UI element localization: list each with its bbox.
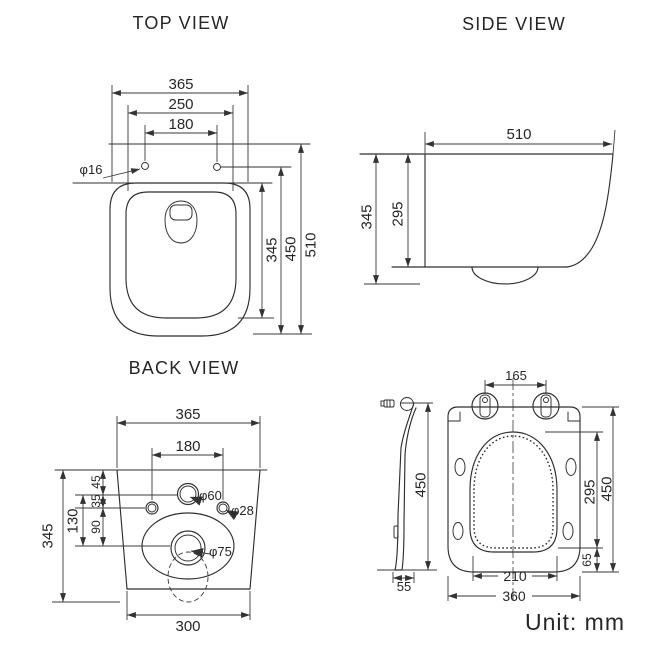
back-dim-180-label: 180 xyxy=(175,438,200,455)
unit-label: Unit: mm xyxy=(525,609,625,635)
dia-28-label: φ28 xyxy=(231,503,254,518)
back-dim-345-label: 345 xyxy=(39,523,56,548)
hinge-pin xyxy=(383,399,395,408)
top-view-title: TOP VIEW xyxy=(133,13,230,33)
dim-510-label: 510 xyxy=(302,232,319,257)
seat-hinge-right xyxy=(532,392,560,420)
hinge-pin-cap xyxy=(380,400,385,407)
fix-hole-left-outer xyxy=(145,501,159,515)
top-lid-recess xyxy=(164,200,198,244)
seat-dim-210-label: 210 xyxy=(503,568,527,584)
back-dim-90-label: 90 xyxy=(89,520,103,534)
top-extension-lines xyxy=(111,85,312,335)
top-seat-outline xyxy=(125,191,237,319)
outlet-hole-inner xyxy=(174,534,202,562)
back-right-edge xyxy=(249,469,261,590)
bumper-slot-top-left xyxy=(454,458,466,476)
side-view-title: SIDE VIEW xyxy=(462,14,566,34)
fix-hole-left-inner xyxy=(147,503,157,513)
back-dim-130-label: 130 xyxy=(64,508,81,533)
seat-dim-165-label: 165 xyxy=(505,368,527,383)
back-dim-35-label: 35 xyxy=(89,494,103,508)
seat-dim-450-right-label: 450 xyxy=(598,476,615,501)
dim-180-label: 180 xyxy=(168,116,193,133)
seat-view: 165 450 55 295 450 65 210 360 xyxy=(377,368,619,604)
seat-dim-450-left-label: 450 xyxy=(412,472,429,497)
inlet-hole-inner xyxy=(179,485,197,503)
bumper-slot-top-right xyxy=(565,458,577,476)
outlet-hidden-projection xyxy=(167,551,209,603)
side-outlet-bump xyxy=(471,266,539,285)
fix-hole-right-inner xyxy=(218,503,228,513)
inlet-hole-outer xyxy=(176,482,200,506)
dim-365-label: 365 xyxy=(168,76,193,93)
dia-60-label: φ60 xyxy=(199,488,222,503)
top-body-outline xyxy=(109,182,251,337)
back-dim-365-label: 365 xyxy=(175,406,200,423)
outlet-hole-outer xyxy=(170,530,206,566)
back-extension-lines xyxy=(52,416,261,620)
seat-dim-65-label: 65 xyxy=(580,553,594,567)
hinge-screw-left xyxy=(482,397,488,403)
hinge-screw-right xyxy=(543,397,549,403)
back-view-title: BACK VIEW xyxy=(129,358,240,378)
dia-16-label: φ16 xyxy=(80,162,103,177)
top-lid-button xyxy=(169,204,193,221)
seat-dimensions xyxy=(392,382,616,599)
dim-250-label: 250 xyxy=(168,96,193,113)
dim-345-side-label: 345 xyxy=(358,204,375,229)
bumper-slot-bottom-left xyxy=(452,522,464,540)
back-view: BACK VIEW xyxy=(39,358,268,635)
back-dim-45-label: 45 xyxy=(89,475,103,489)
seat-shoulder-left xyxy=(447,411,461,422)
dim-345-label: 345 xyxy=(263,237,280,262)
seat-dim-360-label: 360 xyxy=(502,588,526,604)
hinge-hole-right xyxy=(213,163,221,171)
seat-dim-295-label: 295 xyxy=(581,479,598,504)
top-view: TOP VIEW xyxy=(72,13,319,337)
seat-dim-55-label: 55 xyxy=(397,579,411,594)
hinge-hole-left xyxy=(141,162,149,170)
side-dimensions xyxy=(373,141,613,285)
seat-shoulder-right xyxy=(567,411,581,422)
dim-295-side-label: 295 xyxy=(389,201,406,226)
bumper-slot-bottom-right xyxy=(562,522,574,540)
side-front-curve xyxy=(566,153,614,268)
dim-510-side-label: 510 xyxy=(506,126,531,143)
back-dim-300-label: 300 xyxy=(175,618,200,635)
seat-bumper xyxy=(393,525,399,539)
dim-450-label: 450 xyxy=(282,236,299,261)
seat-hinge-left xyxy=(471,392,499,420)
seat-opening-seal xyxy=(473,435,554,549)
top-dimensions xyxy=(102,90,304,335)
seat-opening-outer xyxy=(469,431,558,553)
fix-hole-right-outer xyxy=(216,501,230,515)
seat-outline xyxy=(447,406,581,573)
back-left-edge xyxy=(116,469,128,590)
back-dimensions xyxy=(60,420,261,618)
side-view: SIDE VIEW 510 345 295 xyxy=(358,14,616,285)
dia-75-label: φ75 xyxy=(209,544,232,559)
seat-side-profile xyxy=(380,397,417,571)
